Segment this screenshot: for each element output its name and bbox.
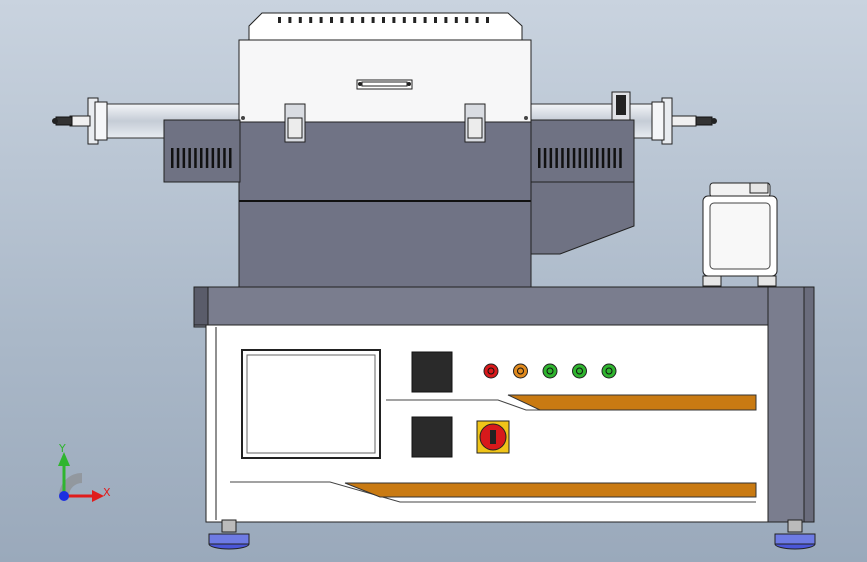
vent-slot xyxy=(538,148,541,168)
bottle xyxy=(702,182,778,287)
vent-slot xyxy=(223,148,226,168)
vent-slot xyxy=(402,17,406,23)
vent-slot xyxy=(176,148,180,168)
indicator-lamp-ring xyxy=(576,367,583,375)
vent-slot xyxy=(392,17,396,23)
vent-slot xyxy=(549,148,553,168)
left-flange xyxy=(52,97,108,145)
furnace-lid xyxy=(238,12,532,123)
vent-slot xyxy=(278,17,281,23)
vent-slot xyxy=(182,148,186,168)
furnace-body xyxy=(238,103,532,288)
vent-slot xyxy=(543,148,547,168)
vent-slot xyxy=(319,17,323,23)
vent-slot xyxy=(555,148,558,168)
controller-module-bottom xyxy=(411,416,453,458)
left-vent-slots xyxy=(171,148,232,168)
vent-slot xyxy=(171,148,174,168)
indicator-lamp-green-1 xyxy=(542,363,558,379)
left-vent-shroud xyxy=(163,119,241,183)
vent-slot xyxy=(330,17,333,23)
decor-stripe-top xyxy=(386,394,757,411)
vent-slot xyxy=(423,17,427,23)
vent-slot xyxy=(205,148,209,168)
right-vent-slots xyxy=(538,148,622,168)
vent-slot xyxy=(350,17,354,23)
vent-slot xyxy=(613,148,616,168)
leveling-foot-left xyxy=(208,519,250,550)
vent-slot xyxy=(596,148,599,168)
y-axis-label: Y xyxy=(58,442,66,455)
vent-slot xyxy=(486,17,489,23)
vent-slot xyxy=(217,148,220,168)
indicator-lamp-orange xyxy=(513,363,528,379)
right-vent-shroud xyxy=(530,119,635,255)
vent-slot xyxy=(413,17,417,23)
vent-slot xyxy=(454,17,458,23)
decor-stripe-bottom xyxy=(230,481,757,503)
vent-slot xyxy=(619,148,622,168)
vent-slot xyxy=(200,148,203,168)
display-screen xyxy=(241,349,381,459)
indicator-lamp-ring xyxy=(517,367,524,375)
vent-slot xyxy=(607,148,611,168)
vent-slot xyxy=(382,17,385,23)
controller-module-top xyxy=(411,351,453,393)
vent-slot xyxy=(361,17,365,23)
indicator-lamp-green-2 xyxy=(572,363,587,379)
indicator-lamp-red xyxy=(483,363,499,379)
indicator-lamp-ring xyxy=(487,367,495,375)
leveling-foot-right xyxy=(774,519,816,550)
vent-slot xyxy=(584,148,587,168)
vent-slot xyxy=(601,148,605,168)
indicator-lamp-ring xyxy=(605,367,613,375)
vent-slot xyxy=(371,17,375,23)
vent-slot xyxy=(298,17,302,23)
lid-vent-slots xyxy=(278,17,489,23)
vent-slot xyxy=(340,17,344,23)
vent-slot xyxy=(572,148,576,168)
control-panel xyxy=(205,324,769,523)
vent-slot xyxy=(434,17,437,23)
vent-slot xyxy=(475,17,479,23)
vent-slot xyxy=(444,17,448,23)
vent-slot xyxy=(188,148,191,168)
indicator-lamp-ring xyxy=(546,367,554,375)
coordinate-triad: Y X xyxy=(58,442,111,502)
vent-slot xyxy=(194,148,197,168)
vent-slot xyxy=(561,148,564,168)
x-axis-label: X xyxy=(103,486,111,499)
vent-slot xyxy=(567,148,570,168)
vent-slot xyxy=(211,148,215,168)
vent-slot xyxy=(465,17,469,23)
vent-slot xyxy=(288,17,292,23)
emergency-stop-switch xyxy=(476,420,510,454)
vent-slot xyxy=(229,148,232,168)
vent-slot xyxy=(578,148,582,168)
vent-slot xyxy=(590,148,593,168)
indicator-lamps xyxy=(483,363,617,379)
vent-slot xyxy=(309,17,313,23)
indicator-lamp-green-3 xyxy=(601,363,617,379)
right-flange xyxy=(611,91,717,145)
